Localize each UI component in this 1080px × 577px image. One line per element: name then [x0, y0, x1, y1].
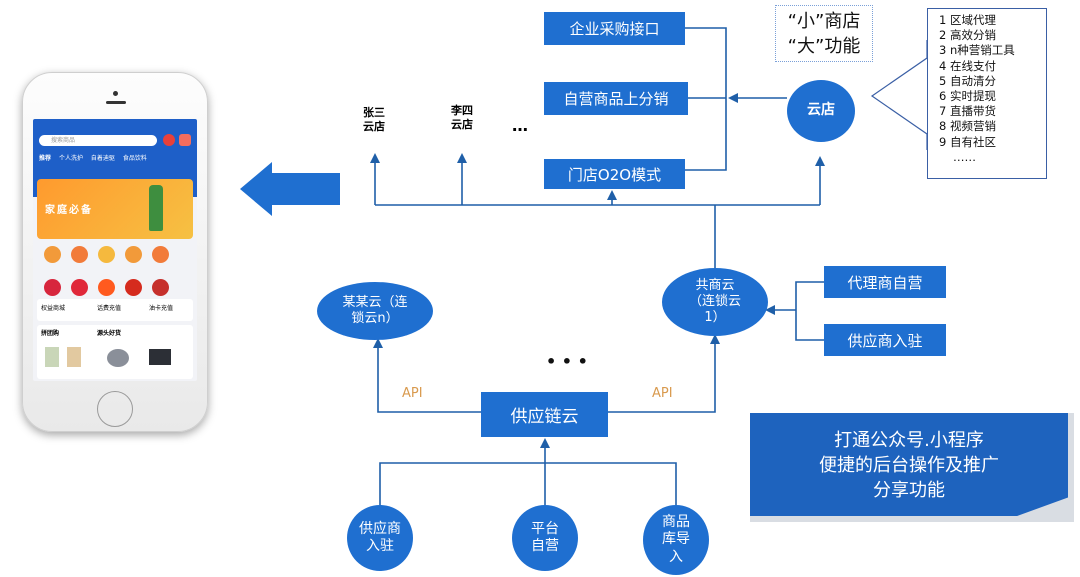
phone-product-thumb: [107, 349, 129, 367]
slogan-line2: “大”功能: [787, 36, 861, 57]
some-cloud-label: 某某云（连 锁云n）: [342, 294, 408, 326]
phone-tab[interactable]: 推荐: [39, 155, 52, 162]
some-cloud-node: 某某云（连 锁云n）: [317, 282, 433, 340]
phone-tab[interactable]: 个人洗护: [58, 155, 83, 162]
feature-item: 9 自有社区: [939, 134, 996, 149]
supplier-entry-label: 供应商 入驻: [359, 520, 401, 555]
feature-banner: 打通公众号.小程序 便捷的后台操作及推广 分享功能: [750, 413, 1068, 516]
product-import-label: 商品 库导 入: [662, 513, 690, 565]
phone-grid-icon[interactable]: [152, 246, 169, 263]
phone-screen: 搜索商品 推荐 个人洗护 自着迪驱 食品饮料 家庭必备 权益商城: [33, 119, 197, 381]
phone-grid-icon[interactable]: [98, 246, 115, 263]
middle-ellipsis: • • •: [546, 352, 588, 371]
self-distribution-box: 自营商品上分销: [544, 82, 688, 115]
phone-section-label: 权益商城: [41, 305, 66, 312]
feature-item: 6 实时提现: [939, 89, 996, 104]
phone-grid-icon[interactable]: [125, 279, 142, 296]
feature-item: 2 高效分销: [939, 28, 996, 43]
callout-pointer: [870, 40, 928, 150]
phone-product-thumb: [149, 349, 171, 365]
feature-list: 1 区域代理 2 高效分销 3 n种营销工具 4 在线支付 5 自动清分 6 实…: [927, 8, 1047, 179]
feature-item: 5 自动清分: [939, 73, 996, 88]
phone-section-label: 源头好货: [97, 330, 122, 337]
store-zhangsan: 张三 云店: [363, 106, 385, 133]
phone-card-group[interactable]: 拼团购 源头好货: [37, 325, 193, 379]
phone-mockup: 搜索商品 推荐 个人洗护 自着迪驱 食品饮料 家庭必备 权益商城: [22, 72, 208, 432]
banner-line2: 便捷的后台操作及推广: [819, 455, 999, 476]
phone-speaker: [106, 101, 126, 104]
feature-item: 1 区域代理: [939, 13, 996, 27]
line-procurement: [685, 27, 727, 171]
phone-grid-icon[interactable]: [71, 246, 88, 263]
phone-search-bar[interactable]: 搜索商品: [39, 135, 157, 146]
phone-banner-bottle: [149, 185, 163, 231]
o2o-box: 门店O2O模式: [544, 159, 685, 189]
phone-section-label: 话费充值: [97, 305, 122, 312]
line-api-right: [608, 334, 720, 413]
big-left-arrow: [240, 162, 340, 216]
phone-grid-icon[interactable]: [125, 246, 142, 263]
line-api-left: [373, 338, 481, 413]
shared-cloud-label: 共商云 （连锁云 1）: [688, 277, 741, 326]
phone-banner[interactable]: 家庭必备: [37, 179, 193, 239]
procurement-box: 企业采购接口: [544, 12, 685, 45]
feature-item: 8 视频营销: [939, 119, 996, 134]
supply-chain-box: 供应链云: [481, 392, 608, 437]
procurement-label: 企业采购接口: [569, 20, 660, 38]
platform-self-node: 平台 自营: [512, 505, 578, 571]
o2o-label: 门店O2O模式: [567, 165, 662, 184]
api-label-left: API: [402, 386, 423, 401]
phone-section-label: 拼团购: [41, 330, 60, 337]
shared-cloud-node: 共商云 （连锁云 1）: [662, 268, 768, 336]
supplier-entry-node: 供应商 入驻: [347, 505, 413, 571]
banner-line1: 打通公众号.小程序: [834, 430, 984, 451]
feature-item: 7 直播带货: [939, 104, 996, 119]
store-lisi: 李四 云店: [451, 104, 473, 131]
cloud-store-label: 云店: [807, 102, 835, 119]
phone-search-placeholder: 搜索商品: [51, 137, 76, 144]
phone-grid-icon[interactable]: [71, 279, 88, 296]
feature-item: 3 n种营销工具: [939, 43, 1015, 58]
line-bottom-bracket: [379, 462, 677, 505]
slogan-line1: “小”商店: [787, 11, 861, 32]
self-distribution-label: 自营商品上分销: [563, 90, 669, 108]
store-more: …: [512, 116, 528, 135]
supply-chain-label: 供应链云: [510, 407, 579, 427]
phone-card-rights[interactable]: 权益商城 话费充值 油卡充值: [37, 299, 193, 321]
phone-tab[interactable]: 自着迪驱: [90, 155, 115, 162]
slogan-box: “小”商店 “大”功能: [775, 5, 873, 62]
phone-grid-icon[interactable]: [152, 279, 169, 296]
agent-label: 代理商自营: [847, 273, 923, 292]
banner-line3: 分享功能: [873, 480, 945, 501]
phone-grid-icon[interactable]: [44, 279, 61, 296]
connector-group: [240, 27, 825, 505]
feature-item: 4 在线支付: [939, 58, 996, 73]
supplier-label: 供应商入驻: [847, 331, 923, 350]
phone-camera: [113, 91, 118, 96]
feature-item: ……: [953, 149, 976, 164]
agent-box: 代理商自营: [824, 266, 946, 298]
phone-icon-bag[interactable]: [179, 134, 191, 146]
phone-grid-icon[interactable]: [98, 279, 115, 296]
phone-section-label: 油卡充值: [149, 305, 174, 312]
phone-product-thumb: [67, 347, 81, 367]
phone-tab[interactable]: 食品饮料: [122, 155, 147, 162]
product-import-node: 商品 库导 入: [643, 505, 709, 575]
phone-icon-grid: [39, 243, 191, 303]
supplier-box: 供应商入驻: [824, 324, 946, 356]
phone-banner-title: 家庭必备: [45, 205, 93, 216]
platform-self-label: 平台 自营: [531, 520, 559, 555]
api-label-right: API: [652, 386, 673, 401]
phone-icon-red[interactable]: [163, 134, 175, 146]
phone-home-button[interactable]: [97, 391, 133, 427]
phone-grid-icon[interactable]: [44, 246, 61, 263]
phone-product-thumb: [45, 347, 59, 367]
line-agent: [795, 281, 824, 341]
phone-tabs: 推荐 个人洗护 自着迪驱 食品饮料: [39, 153, 197, 162]
cloud-store-node: 云店: [787, 80, 855, 142]
